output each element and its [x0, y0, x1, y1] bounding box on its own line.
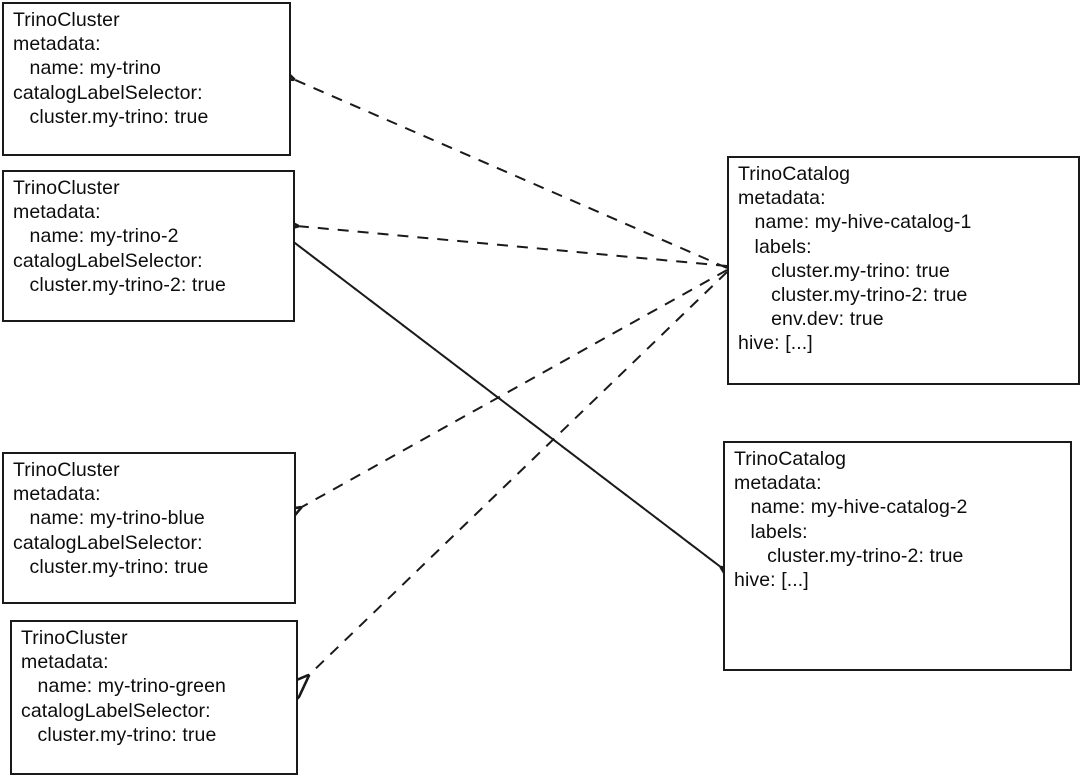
- node-catalog-my-hive-catalog-2-line-5: hive: [...]: [734, 569, 809, 592]
- node-cluster-my-trino-2-line-4: cluster.my-trino-2: true: [13, 273, 226, 296]
- node-cluster-my-trino-green-line-0: TrinoCluster: [21, 627, 128, 649]
- node-catalog-my-hive-catalog-1-line-5: cluster.my-trino-2: true: [738, 284, 968, 307]
- node-catalog-my-hive-catalog-1-line-4: cluster.my-trino: true: [738, 259, 950, 282]
- edge-catalog1-to-cluster-my-trino-blue: [300, 269, 728, 508]
- node-cluster-my-trino-line-2: name: my-trino: [13, 57, 161, 80]
- node-catalog-my-hive-catalog-2-line-3: labels:: [734, 520, 808, 543]
- node-cluster-my-trino-2-line-0: TrinoCluster: [13, 177, 120, 199]
- node-catalog-my-hive-catalog-2-line-2: name: my-hive-catalog-2: [734, 496, 968, 519]
- node-cluster-my-trino-2-line-3: catalogLabelSelector:: [13, 249, 203, 272]
- node-cluster-my-trino-line-3: catalogLabelSelector:: [13, 81, 203, 104]
- node-cluster-my-trino-blue-line-1: metadata:: [13, 483, 101, 506]
- node-cluster-my-trino-blue-line-4: cluster.my-trino: true: [13, 555, 209, 578]
- node-catalog-my-hive-catalog-1-line-2: name: my-hive-catalog-1: [738, 211, 972, 234]
- node-cluster-my-trino-green-line-1: metadata:: [21, 651, 109, 674]
- node-cluster-my-trino-line-0: TrinoCluster: [13, 9, 120, 31]
- node-cluster-my-trino-2-line-2: name: my-trino-2: [13, 225, 179, 248]
- node-cluster-my-trino-blue-line-2: name: my-trino-blue: [13, 507, 205, 530]
- node-cluster-my-trino-green-line-3: catalogLabelSelector:: [21, 699, 211, 722]
- node-catalog-my-hive-catalog-1-line-7: hive: [...]: [738, 332, 813, 355]
- node-catalog-my-hive-catalog-1-line-3: labels:: [738, 235, 812, 258]
- node-catalog-my-hive-catalog-2-line-1: metadata:: [734, 472, 822, 495]
- node-catalog-my-hive-catalog-1-line-1: metadata:: [738, 187, 826, 210]
- node-cluster-my-trino-2-line-1: metadata:: [13, 201, 101, 224]
- node-cluster-my-trino-green-line-2: name: my-trino-green: [21, 675, 226, 698]
- node-cluster-my-trino-blue-line-0: TrinoCluster: [13, 459, 120, 481]
- edge-group: [291, 79, 727, 676]
- node-cluster-my-trino-green-line-4: cluster.my-trino: true: [21, 723, 217, 746]
- edge-catalog1-to-cluster-my-trino: [293, 79, 728, 269]
- edge-catalog1-to-cluster-my-trino-green: [308, 271, 728, 676]
- node-cluster-my-trino-blue-line-3: catalogLabelSelector:: [13, 531, 203, 554]
- edge-cluster-my-trino-2-to-catalog2: [290, 239, 722, 568]
- node-catalog-my-hive-catalog-1-line-6: env.dev: true: [738, 308, 884, 331]
- node-cluster-my-trino-line-1: metadata:: [13, 33, 101, 56]
- edge-catalog1-to-cluster-my-trino-2-a: [297, 226, 728, 267]
- node-catalog-my-hive-catalog-2-line-4: cluster.my-trino-2: true: [734, 544, 964, 567]
- node-catalog-my-hive-catalog-1-line-0: TrinoCatalog: [738, 163, 851, 185]
- edge-catalog2-to-cluster-my-trino-2-b: [291, 240, 723, 569]
- node-cluster-my-trino-line-4: cluster.my-trino: true: [13, 105, 209, 128]
- node-catalog-my-hive-catalog-2-line-0: TrinoCatalog: [734, 448, 847, 470]
